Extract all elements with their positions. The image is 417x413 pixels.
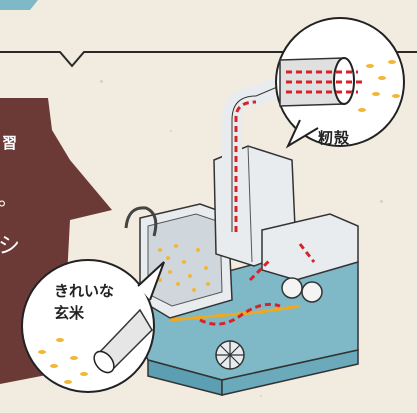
roller-2 xyxy=(301,281,323,303)
gear-wheel xyxy=(215,340,245,370)
clean-rice-label-line2: 玄米 xyxy=(54,304,85,322)
conveyor-belt xyxy=(169,304,301,322)
airflow-arrow-duct xyxy=(234,100,257,232)
panel-text-3: シ xyxy=(0,234,21,259)
grain-dots xyxy=(158,244,210,292)
clean-rice-callout xyxy=(21,259,165,393)
airflow-arrows-machine xyxy=(199,243,316,326)
rice-spout xyxy=(124,206,158,237)
clean-rice-label-line1: きれいな xyxy=(54,282,115,300)
texture-speck xyxy=(260,395,262,397)
top-corner-shape xyxy=(0,0,38,10)
panel-text-1: 習 xyxy=(2,134,18,152)
husk-callout xyxy=(275,17,405,149)
husk-label: 籾殻 xyxy=(318,129,351,147)
texture-speck xyxy=(380,200,383,203)
panel-text-2: 。 xyxy=(0,186,18,210)
roller-1 xyxy=(281,277,303,299)
texture-speck xyxy=(170,130,172,132)
top-divider-arrow xyxy=(0,51,417,68)
texture-speck xyxy=(100,80,103,83)
husk-airflow-arrows xyxy=(286,70,362,94)
